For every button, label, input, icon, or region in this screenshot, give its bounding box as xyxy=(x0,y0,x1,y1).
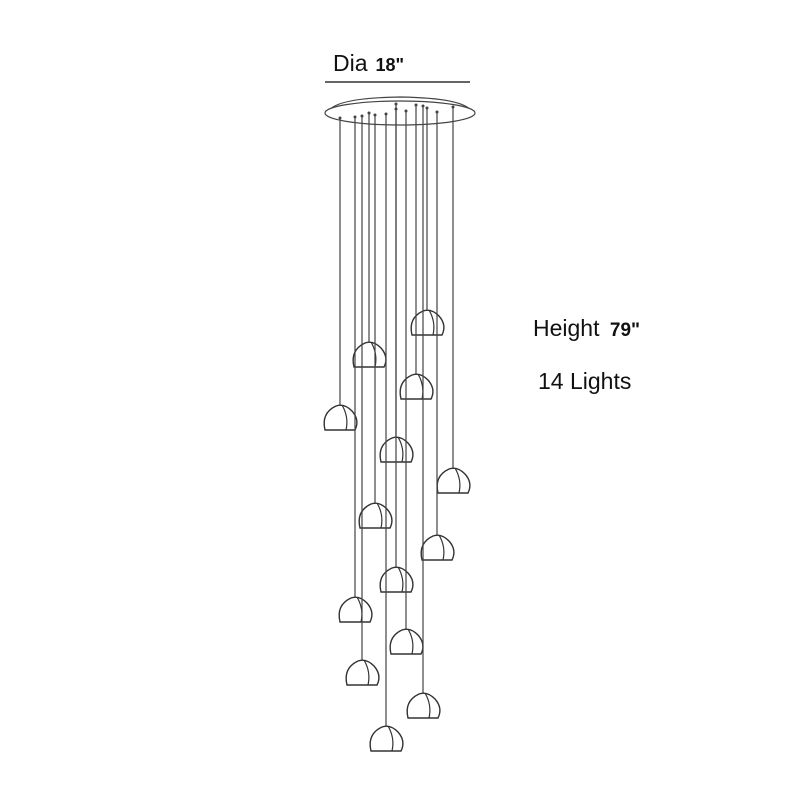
pendant-shade xyxy=(420,534,455,561)
height-label-text: Height xyxy=(533,315,600,341)
cord-anchor xyxy=(421,104,425,108)
cord-anchor xyxy=(451,105,455,109)
pendant-facet xyxy=(454,467,461,494)
pendant-facet xyxy=(363,659,370,686)
pendant-facet xyxy=(397,566,404,593)
cord-anchor xyxy=(373,113,377,117)
pendant-facet xyxy=(428,309,435,336)
pendant-shade xyxy=(338,596,373,623)
pendant-facet xyxy=(387,725,394,752)
pendant-facet xyxy=(407,628,414,655)
pendant-shade xyxy=(436,467,471,494)
pendant-shade xyxy=(358,502,393,529)
lights-count: 14 Lights xyxy=(538,368,632,394)
cord-anchor xyxy=(435,110,439,114)
pendant-shade xyxy=(369,725,404,752)
pendant-facet xyxy=(376,502,383,529)
cord-anchor xyxy=(338,116,342,120)
cord-anchor xyxy=(367,111,371,115)
pendant-shade xyxy=(410,309,445,336)
diameter-value: 18" xyxy=(375,55,405,75)
cord-anchor xyxy=(360,114,364,118)
pendant-shade xyxy=(399,373,434,400)
pendant-facet xyxy=(424,692,431,719)
cord-anchor xyxy=(404,109,408,113)
pendant-shade xyxy=(389,628,424,655)
cord-anchor xyxy=(414,103,418,107)
pendant-facet xyxy=(438,534,445,561)
cord-anchor xyxy=(353,115,357,119)
pendant-shade xyxy=(352,341,387,368)
pendant-facet xyxy=(397,436,404,463)
cord-anchor xyxy=(384,112,388,116)
pendant-shade xyxy=(379,566,414,593)
cord-anchor xyxy=(425,106,429,110)
height-value: 79" xyxy=(609,320,641,341)
pendant-shade xyxy=(406,692,441,719)
pendant-shade xyxy=(323,404,358,431)
pendant-facet xyxy=(341,404,348,431)
pendant-shade xyxy=(345,659,380,686)
canopy-top xyxy=(327,96,473,113)
diameter-label-text: Dia xyxy=(333,50,368,76)
height-label: Height 79" xyxy=(533,315,640,342)
diameter-label: Dia 18" xyxy=(333,50,404,77)
cord-anchor xyxy=(394,107,398,111)
cord-anchor xyxy=(394,102,398,106)
